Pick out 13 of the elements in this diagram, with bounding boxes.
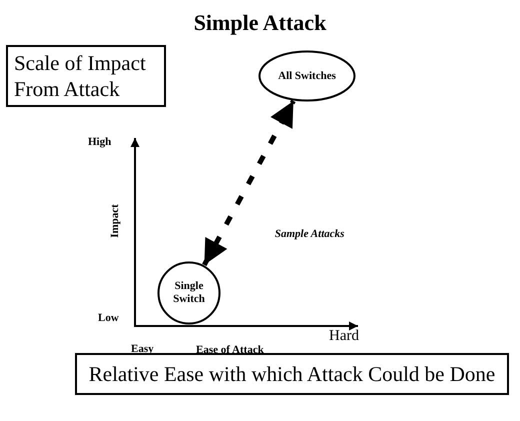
axis-title: Ease of Attack <box>196 344 264 356</box>
axis-label: High <box>88 136 112 148</box>
node-label: All Switches <box>278 70 336 82</box>
title-box: Scale of Impact From Attack <box>6 45 166 107</box>
diagram-title: Simple Attack <box>192 10 328 36</box>
caption-box: Relative Ease with which Attack Could be Done <box>75 353 509 395</box>
axis-label: Easy <box>131 343 154 355</box>
axis-label: Hard <box>329 328 359 345</box>
axis-title: Impact <box>108 204 121 238</box>
dashed-arrow <box>202 100 296 266</box>
node-label: Single Switch <box>172 280 206 306</box>
edge-label: Sample Attacks <box>274 228 344 240</box>
axis-label: Low <box>98 312 119 324</box>
